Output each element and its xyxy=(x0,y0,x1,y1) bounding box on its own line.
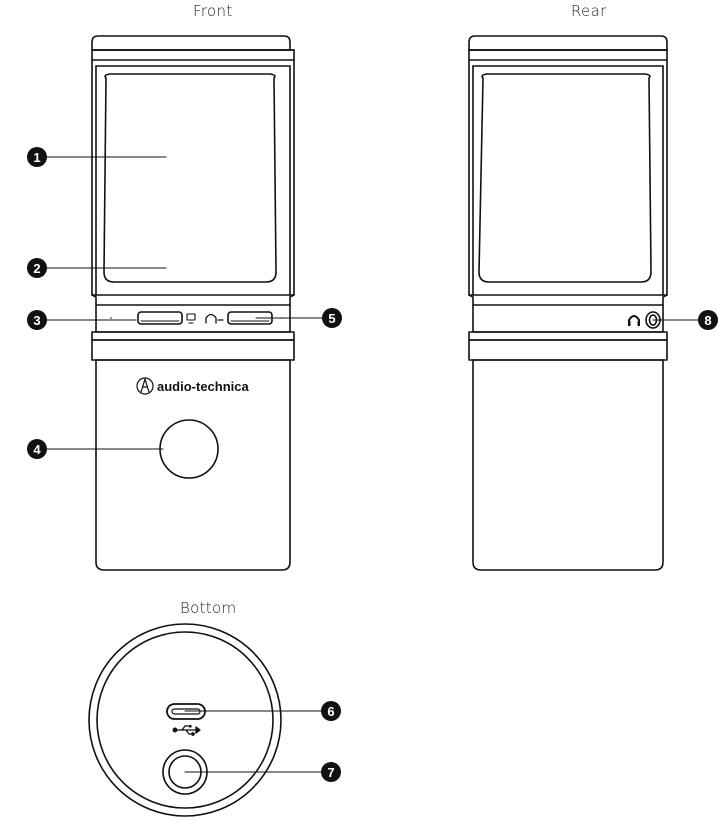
callout-4: 4 xyxy=(27,439,47,459)
front-view: audio-technica xyxy=(91,35,295,571)
callout-5: 5 xyxy=(322,308,342,328)
callout-3: 3 xyxy=(27,310,47,330)
front-grill-screen xyxy=(103,73,277,283)
callout-7: 7 xyxy=(321,762,341,782)
svg-text:2: 2 xyxy=(33,261,40,276)
computer-icon xyxy=(186,313,196,324)
computer-volume-dial[interactable] xyxy=(137,311,183,325)
svg-text:8: 8 xyxy=(704,313,711,328)
bottom-outer-ring xyxy=(88,623,282,817)
front-top-cap xyxy=(91,35,291,51)
callout-1: 1 xyxy=(27,147,47,167)
rear-view xyxy=(468,35,668,571)
svg-text:5: 5 xyxy=(328,311,335,326)
usb-icon xyxy=(172,725,201,736)
bottom-inner-ring xyxy=(96,631,274,809)
headphone-icon xyxy=(628,315,640,326)
logo-text: audio-technica xyxy=(157,379,250,394)
callout-6: 6 xyxy=(321,701,341,721)
rear-lower-body xyxy=(472,359,664,571)
bottom-view xyxy=(88,623,282,817)
leader-lines xyxy=(45,156,700,773)
svg-text:3: 3 xyxy=(33,313,40,328)
headphone-icon xyxy=(205,313,224,324)
bottom-view-label: Bottom xyxy=(180,599,237,617)
mute-button[interactable] xyxy=(159,419,219,479)
rear-view-label: Rear xyxy=(571,2,607,20)
svg-text:6: 6 xyxy=(327,704,334,719)
front-lower-body xyxy=(95,359,291,571)
svg-text:7: 7 xyxy=(327,765,334,780)
callout-2: 2 xyxy=(27,258,47,278)
svg-text:1: 1 xyxy=(33,150,40,165)
audio-technica-logo: audio-technica xyxy=(136,377,250,395)
front-upper-body xyxy=(91,49,295,306)
callout-8: 8 xyxy=(698,310,718,330)
svg-text:4: 4 xyxy=(33,442,41,457)
rear-grill-screen xyxy=(478,73,652,283)
front-view-label: Front xyxy=(193,2,233,20)
